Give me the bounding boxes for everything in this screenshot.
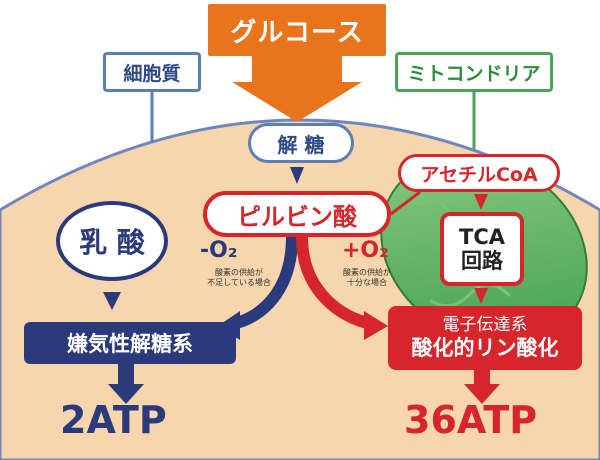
oxygen-insufficient-note: 酸素の供給が 不足している場合: [200, 268, 278, 289]
tca-cycle-box: TCA 回路: [440, 212, 524, 286]
cytoplasm-label: 細胞質: [103, 52, 201, 92]
acetyl-coa-box: アセチルCoA: [398, 154, 560, 192]
lactate-circle: 乳 酸: [56, 201, 168, 281]
tca-line1: TCA: [459, 224, 505, 249]
glycolysis-arrow: [290, 167, 304, 184]
oxygen-plus-label: +O₂: [342, 238, 389, 263]
pyruvate-box: ピルビン酸: [203, 191, 391, 237]
aerobic-pathway-arrow: [296, 236, 374, 330]
anaerobic-glycolysis-box: 嫌気性解糖系: [24, 322, 236, 364]
etc-to-atp-arrow: [464, 384, 500, 404]
anaerobic-pathway-arrow: [230, 236, 298, 330]
oxygen-minus-note-line2: 不足している場合: [207, 278, 271, 288]
oxygen-minus-note-line1: 酸素の供給が: [215, 268, 263, 277]
etc-line2: 酸化的リン酸化: [411, 335, 559, 360]
acetyl-to-tca-arrow: [474, 194, 488, 210]
oxygen-plus-note-line1: 酸素の供給が: [343, 268, 391, 277]
tca-to-etc-arrow: [474, 288, 488, 304]
anaerobic-atp-yield: 2ATP: [60, 398, 167, 442]
glucose-arrow: [232, 55, 362, 122]
tca-line2: 回路: [461, 249, 503, 273]
glycolysis-box: 解 糖: [248, 123, 354, 163]
electron-transport-box: 電子伝達系 酸化的リン酸化: [388, 306, 582, 370]
anaerobic-to-atp-arrow: [108, 384, 144, 404]
aerobic-atp-yield: 36ATP: [404, 398, 538, 442]
mitochondria-label: ミトコンドリア: [395, 52, 553, 92]
pyruvate-to-acetyl-line: [390, 190, 421, 216]
oxygen-minus-label: -O₂: [200, 238, 238, 263]
etc-line1: 電子伝達系: [442, 315, 528, 336]
oxygen-plus-note-line2: 十分な場合: [347, 278, 387, 288]
lactate-arrow: [103, 292, 121, 310]
glucose-title: グルコース: [208, 4, 386, 56]
oxygen-sufficient-note: 酸素の供給が 十分な場合: [332, 268, 402, 289]
